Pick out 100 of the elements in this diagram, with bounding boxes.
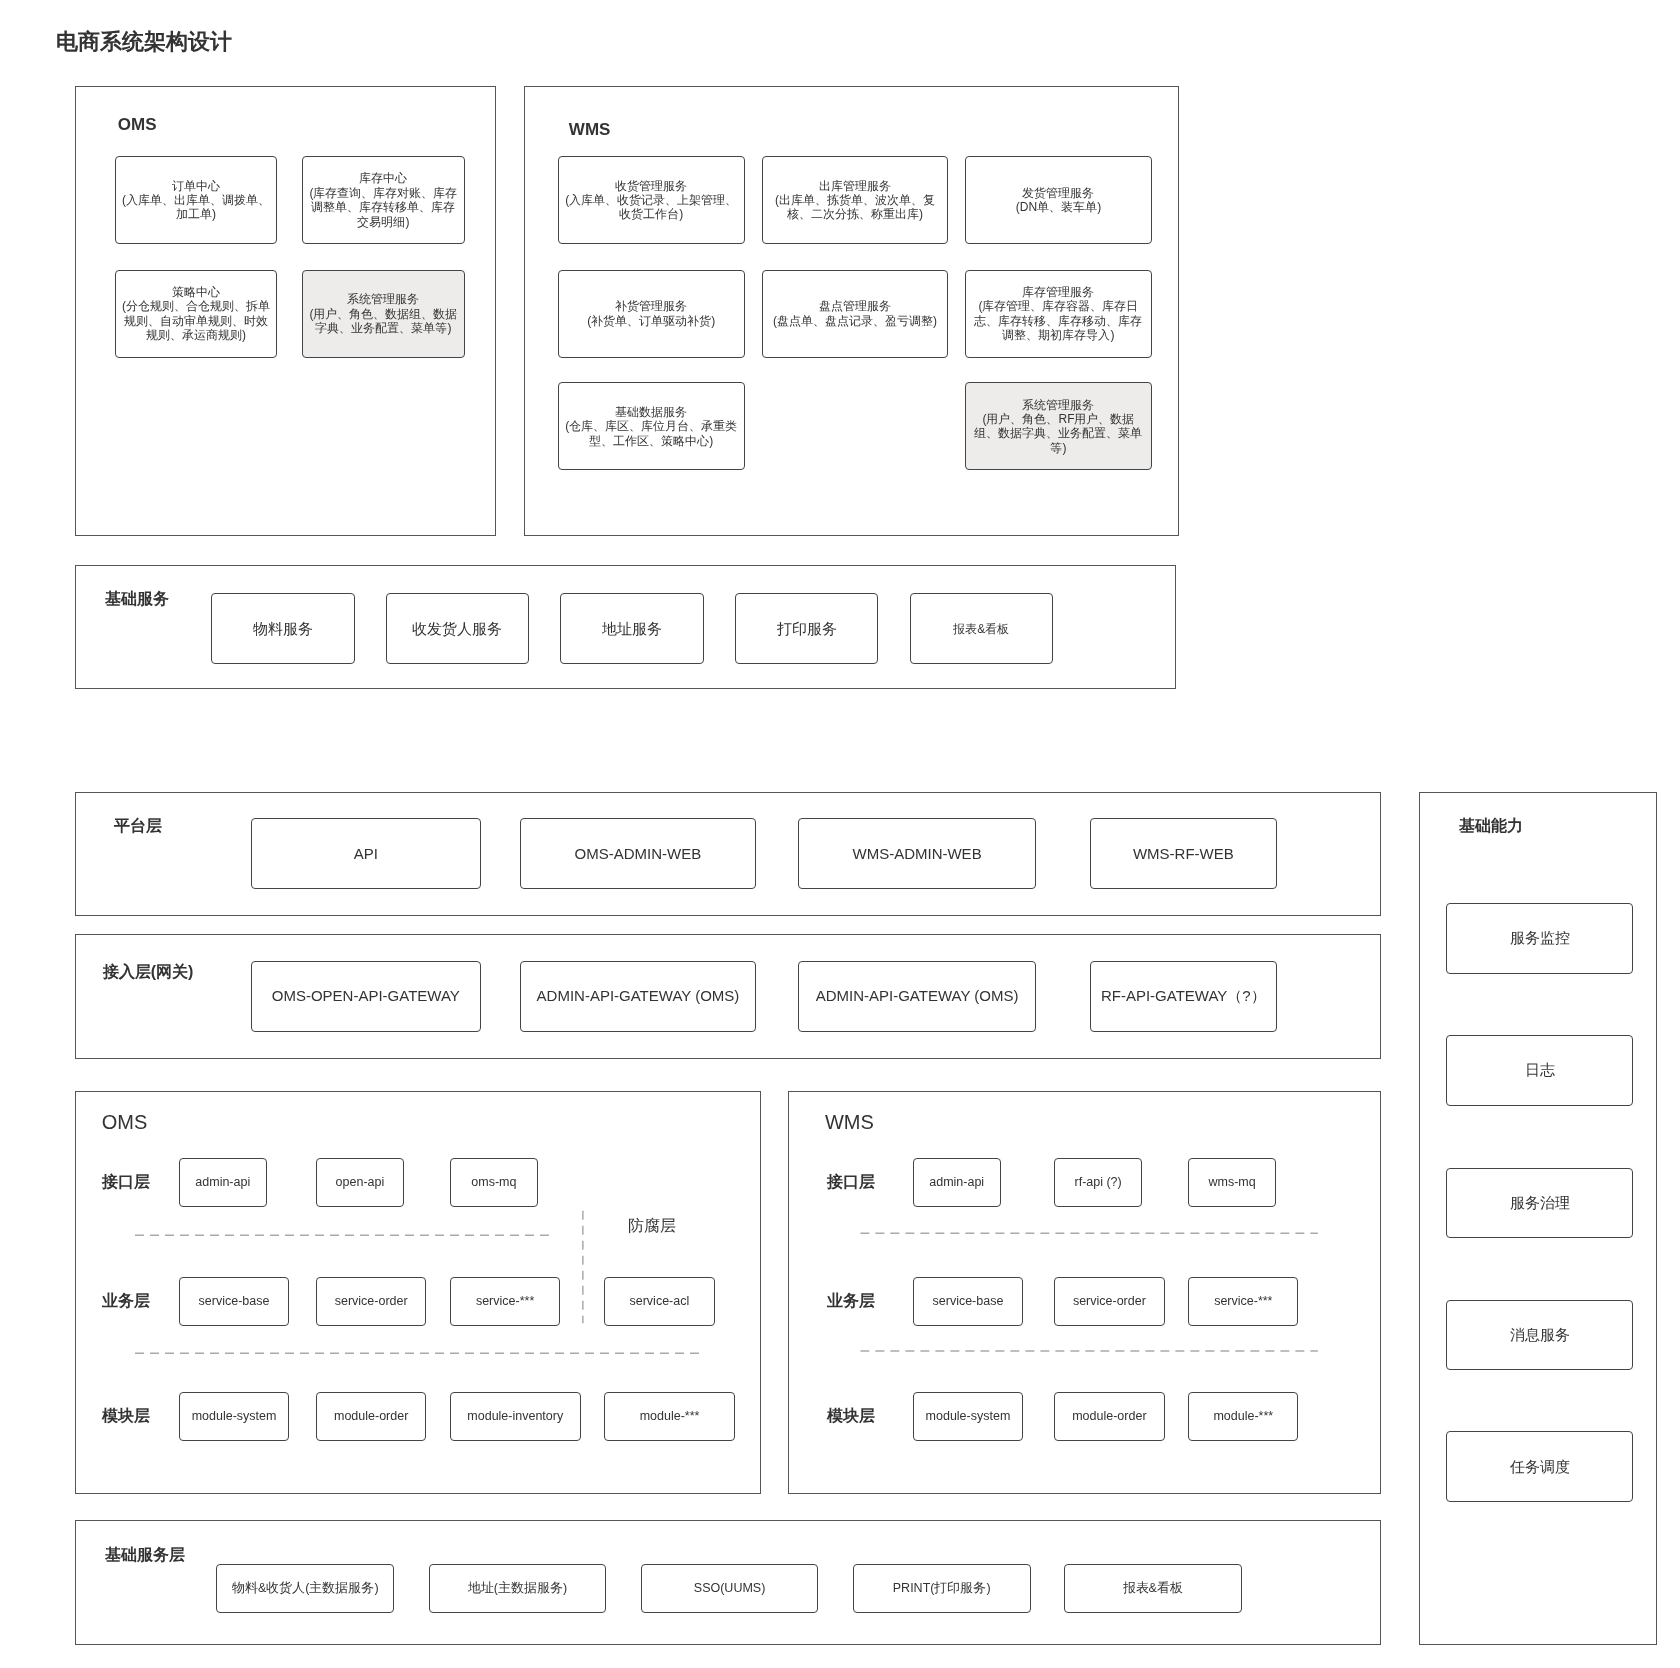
box-title: 补货管理服务 xyxy=(615,299,688,314)
service-box xyxy=(1446,903,1633,974)
service-box xyxy=(604,1277,715,1327)
panel-heading: 基础能力 xyxy=(1459,816,1524,837)
box-title: service-base xyxy=(932,1294,1004,1310)
box-description: (库存管理、库存容器、库存日志、库存转移、库存移动、库存调整、期初库存导入) xyxy=(973,299,1144,343)
box-title: WMS-ADMIN-WEB xyxy=(852,844,982,863)
diagram-title: 电商系统架构设计 xyxy=(55,27,232,56)
service-box xyxy=(250,961,481,1032)
service-box xyxy=(114,269,278,358)
box-title: 报表&看板 xyxy=(1122,1581,1183,1597)
container-panel xyxy=(1418,791,1658,1645)
box-title: 物料服务 xyxy=(252,619,313,638)
box-description: (库存查询、库存对账、库存调整单、库存转移单、库存交易明细) xyxy=(309,185,458,230)
panel-heading: 基础服务 xyxy=(104,589,169,610)
service-box xyxy=(761,269,949,358)
box-title: SSO(UUMS) xyxy=(693,1581,766,1597)
box-description: (入库单、收货记录、上架管理、收货工作台) xyxy=(565,193,738,222)
box-title: 库存中心 xyxy=(359,171,408,186)
service-box xyxy=(1089,961,1278,1032)
service-box xyxy=(1446,1299,1633,1371)
service-box xyxy=(734,593,879,665)
service-box xyxy=(558,382,745,471)
container-panel xyxy=(75,791,1382,917)
panel-heading: WMS xyxy=(568,119,611,140)
service-box xyxy=(798,818,1036,890)
service-box xyxy=(912,1277,1024,1327)
service-box xyxy=(558,269,745,358)
layer-label: 接口层 xyxy=(101,1172,150,1193)
service-box xyxy=(912,1158,1001,1208)
layer-label: 业务层 xyxy=(827,1291,876,1312)
box-title: PRINT(打印服务) xyxy=(892,1581,991,1597)
service-box xyxy=(558,156,745,245)
container-panel xyxy=(787,1090,1382,1494)
service-box xyxy=(178,1277,290,1327)
box-title: 消息服务 xyxy=(1509,1325,1570,1344)
service-box xyxy=(1089,818,1278,890)
service-box xyxy=(965,382,1152,471)
service-box xyxy=(114,156,278,245)
container-panel xyxy=(75,564,1177,689)
panel-heading: OMS xyxy=(117,114,157,135)
layer-label: 接口层 xyxy=(827,1172,876,1193)
box-title: 物料&收货人(主数据服务) xyxy=(231,1581,379,1597)
service-box xyxy=(211,593,355,665)
box-title: 地址服务 xyxy=(602,619,663,638)
service-box xyxy=(965,269,1152,358)
box-title: service-acl xyxy=(629,1294,690,1310)
box-title: 报表&看板 xyxy=(953,621,1010,637)
box-title: service-*** xyxy=(1214,1294,1273,1310)
box-description: (入库单、出库单、调拨单、加工单) xyxy=(121,193,271,222)
service-box xyxy=(316,1277,427,1327)
box-title: ADMIN-API-GATEWAY (OMS) xyxy=(536,987,740,1006)
service-box xyxy=(250,818,481,890)
service-box xyxy=(216,1564,395,1614)
box-title: OMS-OPEN-API-GATEWAY xyxy=(271,987,460,1006)
service-box xyxy=(761,156,949,245)
box-title: 地址(主数据服务) xyxy=(467,1581,568,1597)
service-box xyxy=(560,593,704,665)
box-description: (分仓规则、合仓规则、拆单规则、自动审单规则、时效规则、承运商规则) xyxy=(121,299,271,343)
service-box xyxy=(1054,1391,1165,1441)
service-box xyxy=(1188,1277,1299,1327)
container-panel xyxy=(75,1520,1382,1645)
box-title: admin-api xyxy=(195,1175,251,1191)
service-box xyxy=(604,1391,735,1441)
box-title: open-api xyxy=(335,1175,385,1191)
service-box xyxy=(519,961,757,1032)
box-description: (用户、角色、数据组、数据字典、业务配置、菜单等) xyxy=(309,306,458,336)
layer-label: 业务层 xyxy=(101,1291,150,1312)
service-box xyxy=(852,1564,1031,1614)
box-title: service-*** xyxy=(475,1294,535,1310)
box-title: module-order xyxy=(334,1408,409,1424)
box-title: service-order xyxy=(334,1294,408,1310)
box-title: wms-mq xyxy=(1208,1175,1256,1191)
box-title: 出库管理服务 xyxy=(818,178,891,194)
service-box xyxy=(428,1564,607,1614)
service-box xyxy=(519,818,757,890)
box-title: 服务治理 xyxy=(1509,1194,1570,1213)
container-panel xyxy=(75,934,1382,1059)
box-title: module-order xyxy=(1072,1408,1147,1424)
box-description: (DN单、装车单) xyxy=(1015,200,1102,215)
box-description: (出库单、拣货单、波次单、复核、二次分拣、称重出库) xyxy=(773,193,936,222)
service-box xyxy=(449,1277,561,1327)
box-description: (补货单、订单驱动补货) xyxy=(587,313,716,329)
service-box xyxy=(798,961,1036,1032)
service-box xyxy=(1188,1391,1299,1441)
service-box xyxy=(1446,1167,1633,1239)
box-title: 发货管理服务 xyxy=(1022,185,1095,201)
box-title: OMS-ADMIN-WEB xyxy=(574,844,702,863)
panel-heading: OMS xyxy=(101,1111,148,1134)
service-box xyxy=(965,156,1152,245)
service-box xyxy=(316,1158,404,1208)
panel-heading: 基础服务层 xyxy=(104,1544,185,1565)
box-title: RF-API-GATEWAY（?） xyxy=(1100,987,1266,1006)
panel-heading: WMS xyxy=(824,1111,874,1134)
box-title: service-order xyxy=(1072,1294,1146,1310)
box-title: 盘点管理服务 xyxy=(818,299,891,314)
service-box xyxy=(385,593,530,665)
box-title: 收货管理服务 xyxy=(615,178,688,194)
box-title: 打印服务 xyxy=(776,619,837,638)
service-box xyxy=(178,1391,290,1441)
